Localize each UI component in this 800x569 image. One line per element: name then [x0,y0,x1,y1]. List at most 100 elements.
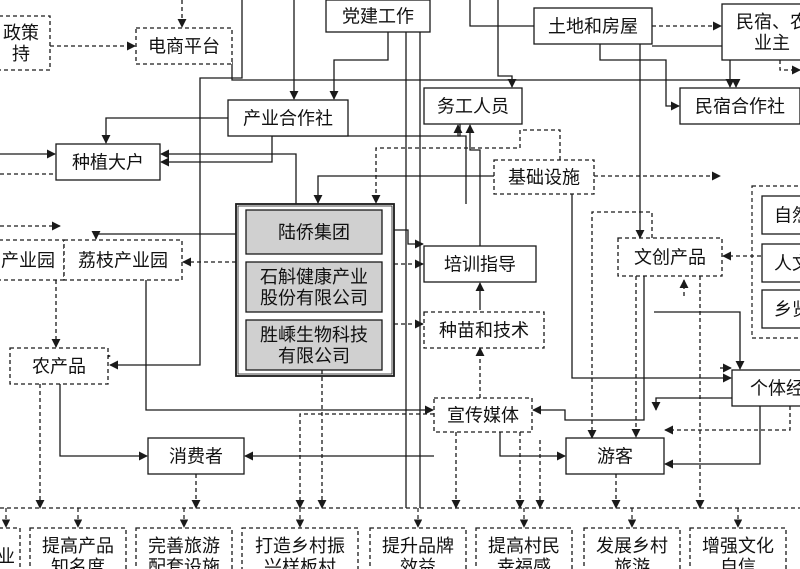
node-box [731,369,800,407]
node-label: 效益 [400,557,436,569]
node-box [369,527,467,569]
connector-arrow [651,397,732,411]
node-label: 培训指导 [444,254,516,275]
node-box [245,319,383,371]
connector-arrow [587,211,653,439]
node-box [533,7,653,45]
node-label: 发展乡村 [596,536,668,557]
node-label: 乡贤 [774,299,800,320]
node-box [245,261,383,313]
node-label: 政策 [3,23,39,44]
node-box [423,245,537,283]
node-box [55,143,161,181]
node-box [0,527,21,569]
connector-arrow [231,62,741,88]
connector-arrow [654,311,745,370]
node-box [9,347,109,385]
connector-arrow [571,194,732,383]
node-label: 人文 [774,253,800,274]
node-box [761,195,800,235]
node-label: 宣传媒体 [447,405,519,426]
node-label: 个体经 [750,378,800,399]
node-natural: 自然 [761,195,800,235]
node-label: 自信 [720,557,756,569]
node-box [617,237,723,277]
node-group: 陆侨集团 [245,209,383,255]
node-label: 增强文化 [702,536,774,557]
node-box [493,159,595,195]
node-coop: 产业合作社 [227,99,349,137]
node-label: 知名度 [51,557,105,569]
connector-arrow [91,230,236,240]
node-label: 胜嵊生物科技 [260,325,368,346]
culture-resources-frame [751,185,800,339]
connector-arrow [652,45,735,88]
node-label: 产业合作社 [243,108,333,129]
connector-arrow [394,229,424,249]
node-label: 荔枝产业园 [78,250,168,271]
node-label: 股份有限公司 [260,288,368,309]
node-label: 民宿合作社 [695,96,785,117]
node-lychee-park: 荔枝产业园 [63,239,183,281]
node-policy: 政策持 [0,15,51,71]
node-box [583,527,681,569]
node-outcome-0: 业 [0,527,21,569]
node-individual: 个体经 [731,369,800,407]
connector-arrow [59,384,148,461]
node-box [689,527,787,569]
node-label: 种苗和技术 [439,320,529,341]
node-box [0,15,51,71]
node-humanities: 人文 [761,243,800,283]
node-cultural: 文创产品 [617,237,723,277]
node-box [147,437,245,475]
node-label: 石斛健康产业 [260,267,368,288]
node-label: 务工人员 [437,96,509,117]
node-tourist: 游客 [565,437,665,475]
node-label: 有限公司 [278,346,350,367]
node-box [325,0,431,33]
node-media: 宣传媒体 [433,397,533,433]
connector-arrow [313,175,494,204]
node-box [63,239,183,281]
node-box [721,3,800,61]
connector-arrow [779,60,800,75]
node-label: 业 [0,546,15,567]
node-label: 提升品牌 [382,536,454,557]
node-box [245,209,383,255]
node-label: 业主 [754,33,790,54]
node-label: 种植大户 [72,152,144,173]
node-box [565,437,665,475]
node-box [761,289,800,329]
node-box [761,243,800,283]
node-label: 旅游 [614,557,650,569]
node-box [423,311,545,349]
company-cluster-inner-frame [237,205,393,375]
node-box [475,527,573,569]
node-label: 游客 [597,446,633,467]
connector-arrow [101,117,228,144]
node-label: 文创产品 [634,247,706,268]
node-box [29,527,127,569]
node-label: 提高村民 [488,536,560,557]
node-label: 兴样板村 [264,557,336,569]
connector-arrow [329,32,389,100]
node-land: 土地和房屋 [533,7,653,45]
node-box [241,527,359,569]
connector-arrow [532,276,645,421]
node-minsu-coop: 民宿合作社 [679,87,800,125]
connector-arrow [664,406,791,435]
connector-arrow [371,129,561,204]
node-box [135,527,233,569]
node-label: 党建工作 [342,6,414,27]
node-box [227,99,349,137]
node-label: 配套设施 [148,557,220,569]
node-label: 打造乡村振 [255,536,345,557]
connector-arrow [145,280,434,415]
node-label: 持 [12,44,30,65]
